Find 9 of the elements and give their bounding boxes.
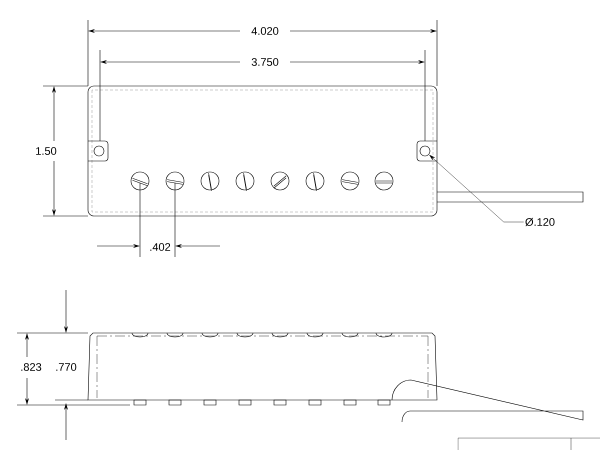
- dimension-label: .823: [19, 362, 43, 372]
- dimension-label: .770: [54, 362, 78, 372]
- leader-line: [429, 154, 524, 222]
- dimension-label: Ø.120: [525, 218, 555, 226]
- mounting-hole: [420, 146, 430, 156]
- dimension-label: 1.50: [34, 146, 58, 156]
- dimension-label: .402: [148, 242, 172, 252]
- dimension-label: 4.020: [250, 26, 280, 36]
- dimension-label: 3.750: [250, 57, 280, 67]
